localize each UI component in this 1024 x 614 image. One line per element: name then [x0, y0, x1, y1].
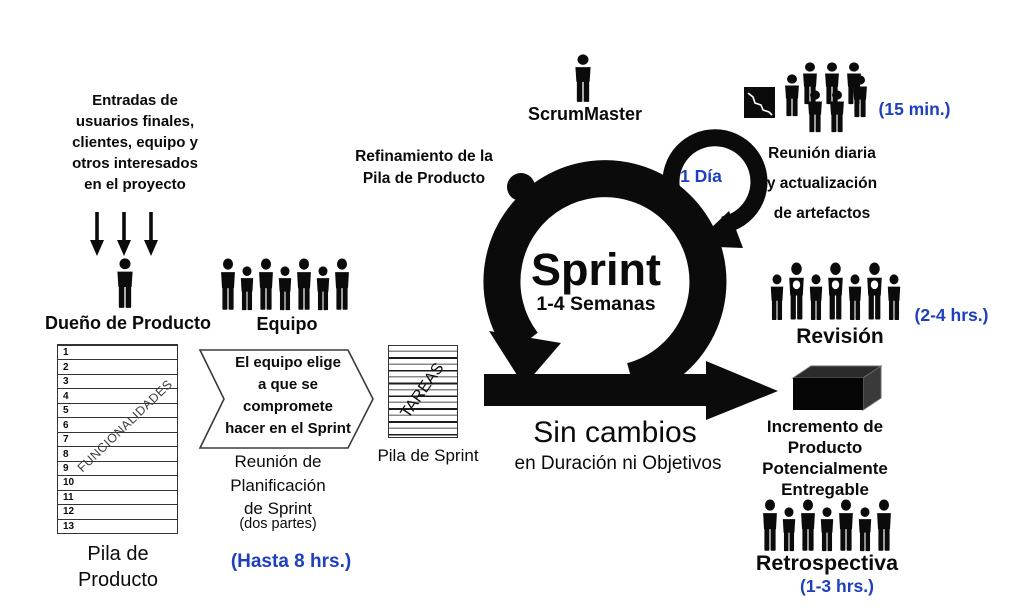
retrospective-duration: (1-3 hrs.) [800, 576, 874, 596]
person-icon [856, 507, 874, 553]
backlog-row: 8 [58, 446, 177, 460]
backlog-row-number: 5 [63, 405, 69, 417]
backlog-row-number: 1 [63, 347, 69, 359]
backlog-row: 1 [58, 345, 177, 359]
person-icon [276, 266, 294, 312]
person-icon [850, 75, 870, 119]
daily-duration: (15 min.) [878, 99, 951, 119]
burndown-chart-icon [744, 87, 775, 118]
product-owner-label: Dueño de Producto [45, 313, 211, 333]
backlog-row: 3 [58, 373, 177, 388]
person-icon [825, 262, 846, 322]
person-icon [818, 507, 836, 553]
person-icon [572, 54, 594, 104]
backlog-row: 2 [58, 359, 177, 373]
no-changes-subtitle: en Duración ni Objetivos [514, 453, 722, 474]
retrospective-label: Retrospectiva [755, 551, 899, 575]
person-icon [864, 262, 885, 322]
person-icon [314, 266, 332, 312]
person-icon [768, 274, 786, 322]
backlog-row: 4 [58, 388, 177, 402]
input-arrows-icon [90, 212, 158, 256]
no-changes-title: Sin cambios [533, 416, 697, 449]
person-icon [218, 258, 238, 312]
person-icon [760, 499, 780, 553]
backlog-row-number: 2 [63, 361, 69, 373]
person-icon [874, 499, 894, 553]
sprint-loop-arrow [483, 160, 727, 399]
backlog-row: 9 [58, 460, 177, 475]
person-icon [782, 74, 802, 118]
sprint-backlog-label: Pila de Sprint [377, 446, 479, 465]
backlog-row-number: 3 [63, 376, 69, 388]
backlog-row-number: 11 [63, 491, 74, 503]
product-backlog-label: Pila de Producto [77, 543, 159, 591]
daily-loop-arrow [662, 129, 768, 248]
person-icon [786, 262, 807, 322]
refinement-dot-icon [507, 173, 535, 201]
person-icon [294, 258, 314, 312]
backlog-row-number: 4 [63, 390, 69, 402]
chevron-banner [198, 349, 374, 449]
daily-loop-label: 1 Día [680, 166, 722, 186]
team-label: Equipo [256, 314, 318, 334]
backlog-row-number: 13 [63, 520, 75, 532]
review-duration: (2-4 hrs.) [914, 305, 989, 325]
backlog-row: 10 [58, 475, 177, 489]
refinement-label: Refinamiento de la Pila de Producto [355, 148, 493, 187]
backlog-row-number: 8 [63, 448, 69, 460]
chevron-text: El equipo elige a que se compromete hace… [225, 354, 351, 437]
backlog-row-number: 12 [63, 506, 75, 518]
person-icon [827, 90, 847, 134]
scrum-master-icon [572, 54, 594, 104]
backlog-row: 6 [58, 417, 177, 431]
retrospective-icons [760, 495, 896, 553]
product-owner-icon [114, 258, 136, 310]
increment-label: Incremento de Producto Potencialmente En… [762, 417, 888, 499]
planning-sub-label: (dos partes) [239, 516, 317, 532]
backlog-row: 7 [58, 431, 177, 446]
sprint-backlog-watermark: TAREAS [397, 360, 448, 422]
person-icon [780, 507, 798, 553]
backlog-row-number: 6 [63, 419, 69, 431]
backlog-row: 11 [58, 489, 177, 504]
backlog-row: 5 [58, 402, 177, 417]
person-icon [798, 499, 818, 553]
person-icon [846, 274, 864, 322]
person-icon [805, 90, 825, 134]
person-icon [885, 274, 903, 322]
flow-arrow [484, 361, 778, 420]
team-icons [218, 256, 356, 312]
sprint-backlog-doc: TAREAS [388, 345, 458, 438]
backlog-row-number: 7 [63, 434, 69, 446]
sprint-subtitle: 1-4 Semanas [536, 293, 656, 315]
backlog-row: 13 [58, 518, 177, 533]
backlog-row-number: 10 [63, 477, 75, 489]
planning-duration: (Hasta 8 hrs.) [230, 551, 352, 572]
backlog-row: 12 [58, 504, 177, 518]
daily-label: Reunión diaria y actualización de artefa… [766, 145, 878, 222]
review-icons [768, 260, 903, 322]
daily-meeting-icons [780, 62, 880, 138]
increment-box-icon [791, 365, 883, 411]
review-label: Revisión [796, 325, 884, 348]
person-icon [256, 258, 276, 312]
planning-label: Reunión de Planificación de Sprint [230, 452, 326, 518]
backlog-row-number: 9 [63, 462, 69, 474]
person-icon [807, 274, 825, 322]
person-icon [114, 258, 136, 310]
person-icon [836, 499, 856, 553]
person-icon [238, 266, 256, 312]
stakeholder-inputs-text: Entradas de usuarios finales, clientes, … [72, 92, 198, 193]
scrum-master-label: ScrumMaster [527, 104, 643, 124]
sprint-title: Sprint [531, 244, 661, 295]
product-backlog-table: 1 2 3 4 5 6 7 [57, 344, 178, 534]
person-icon [332, 258, 352, 312]
